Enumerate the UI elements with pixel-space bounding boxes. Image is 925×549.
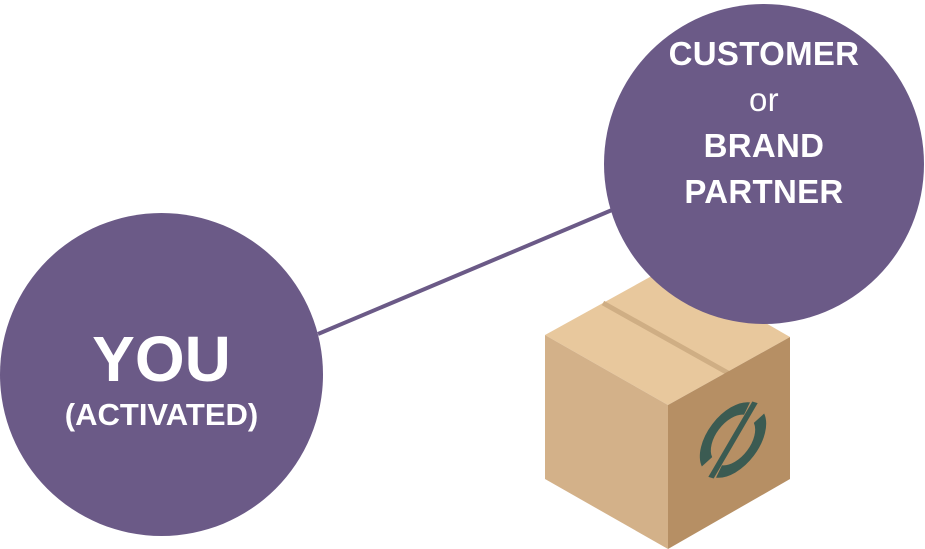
you-node-title: YOU (92, 322, 231, 395)
partner-node: CUSTOMER or BRAND PARTNER (604, 4, 924, 324)
package-box-icon (545, 267, 790, 549)
you-node: YOU (ACTIVATED) (0, 213, 323, 536)
partner-node-line-customer: CUSTOMER (668, 35, 860, 72)
partner-node-line-brand: BRAND (703, 127, 825, 164)
circular-arrows-logo-icon (699, 401, 767, 479)
you-node-subtitle: (ACTIVATED) (64, 396, 259, 432)
partner-node-line-partner: PARTNER (684, 173, 844, 210)
partner-node-line-or: or (749, 81, 779, 118)
